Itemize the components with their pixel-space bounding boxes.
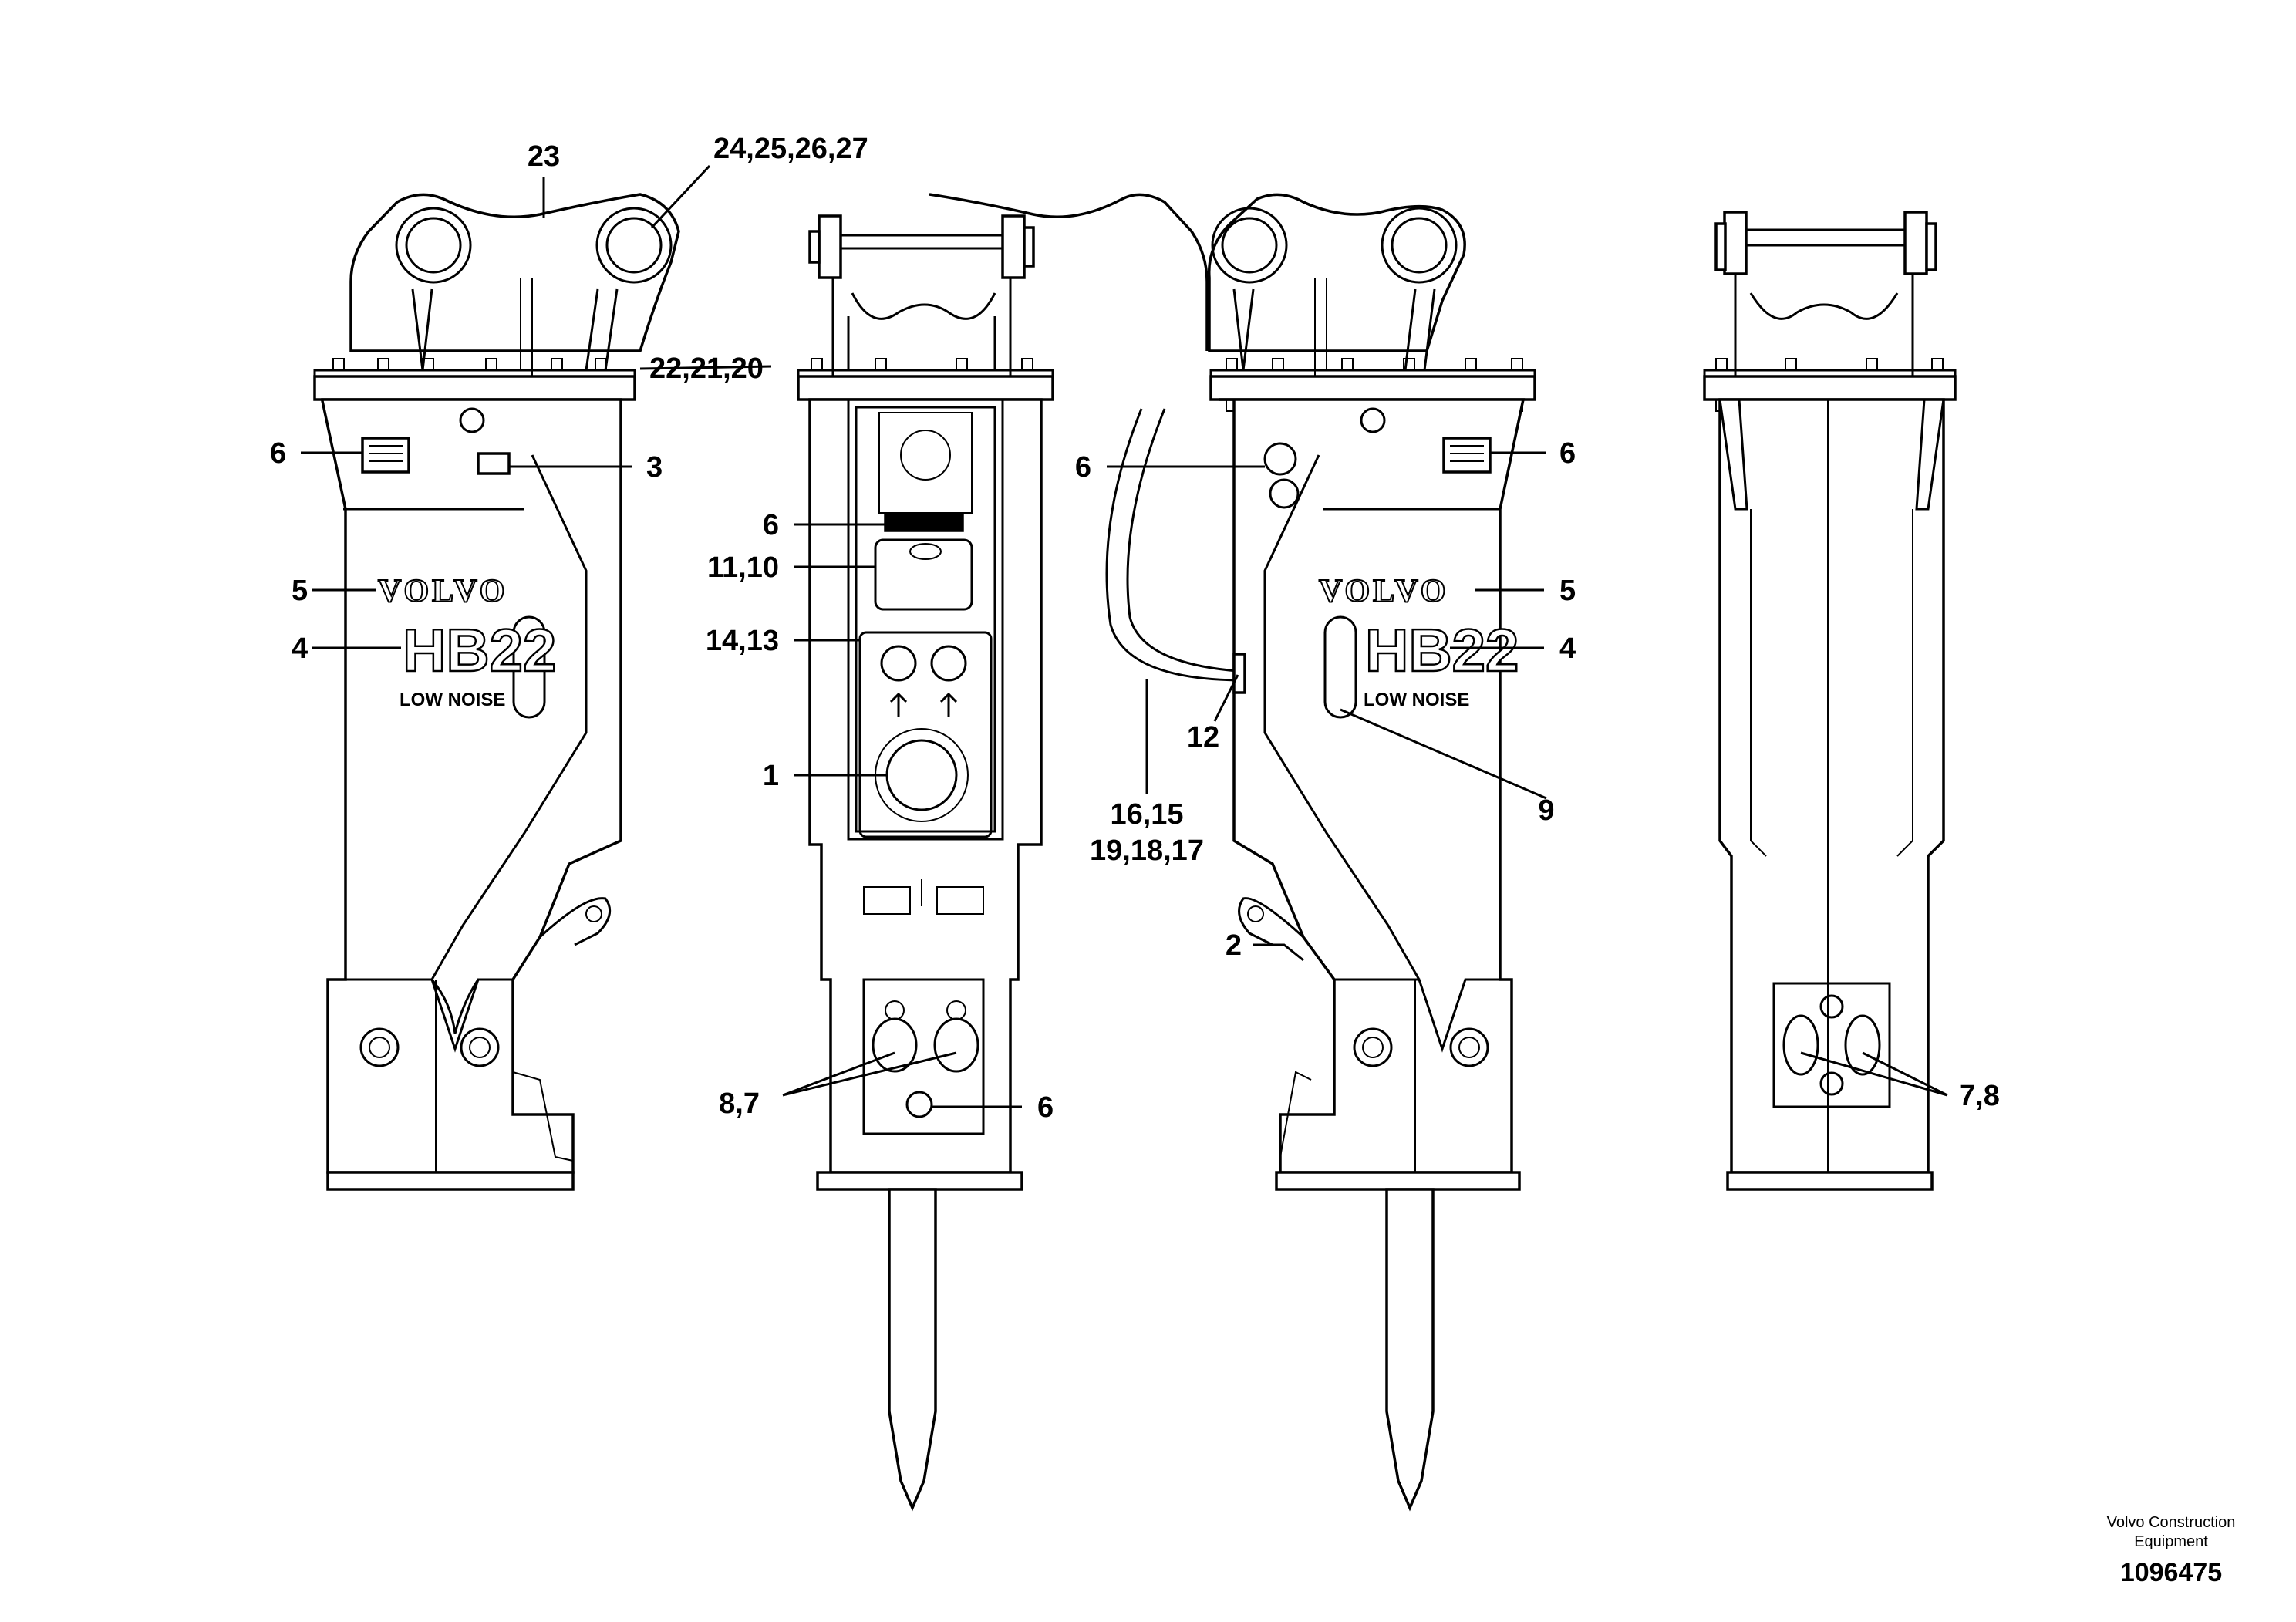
callout-3: 3 (646, 451, 663, 484)
side-view-right: VOLVO HB22 LOW NOISE (929, 193, 1536, 1512)
callout-6-front-top: 6 (763, 509, 779, 541)
callout-24-25-26-27: 24,25,26,27 (713, 133, 868, 165)
callout-9: 9 (1538, 794, 1554, 827)
front-view (797, 214, 1054, 1512)
callout-12: 12 (1187, 721, 1219, 754)
callout-1: 1 (763, 760, 779, 792)
model-sub-right: LOW NOISE (1364, 690, 1469, 710)
leader-lines (301, 164, 1948, 1108)
side-view-left: VOLVO HB22 LOW NOISE (313, 193, 680, 1191)
callout-16-15: 16,15 (1110, 798, 1183, 831)
callout-6-left: 6 (270, 437, 286, 470)
callout-4-left: 4 (292, 632, 308, 665)
callout-5-right: 5 (1559, 575, 1576, 607)
callout-11-10: 11,10 (707, 551, 779, 584)
callout-19-18-17: 19,18,17 (1090, 835, 1204, 867)
callouts: 23 24,25,26,27 22,21,20 6 3 5 4 6 11,10 … (270, 133, 2000, 1124)
callout-5-left: 5 (292, 575, 308, 607)
callout-7-8: 7,8 (1959, 1080, 2000, 1112)
title-block: Volvo Construction Equipment 1096475 (2107, 1514, 2236, 1587)
drawing-number: 1096475 (2120, 1558, 2222, 1587)
callout-4-right: 4 (1559, 632, 1576, 665)
callout-6-front-bottom: 6 (1037, 1091, 1054, 1124)
callout-6-right: 6 (1559, 437, 1576, 470)
model-badge-right: HB22 (1365, 616, 1519, 684)
callout-8-7: 8,7 (719, 1088, 760, 1120)
callout-14-13: 14,13 (706, 625, 779, 657)
callout-2: 2 (1226, 929, 1242, 962)
brand-logo-right: VOLVO (1319, 574, 1448, 609)
model-badge-left: HB22 (403, 616, 556, 684)
callout-22-21-20: 22,21,20 (649, 352, 764, 385)
callout-6-hose: 6 (1075, 451, 1091, 484)
company-name-line2: Equipment (2134, 1533, 2208, 1550)
rear-view (1703, 211, 1957, 1191)
callout-23: 23 (528, 140, 560, 173)
company-name-line1: Volvo Construction (2107, 1514, 2236, 1531)
model-sub-left: LOW NOISE (400, 690, 505, 710)
brand-logo-left: VOLVO (378, 574, 507, 609)
